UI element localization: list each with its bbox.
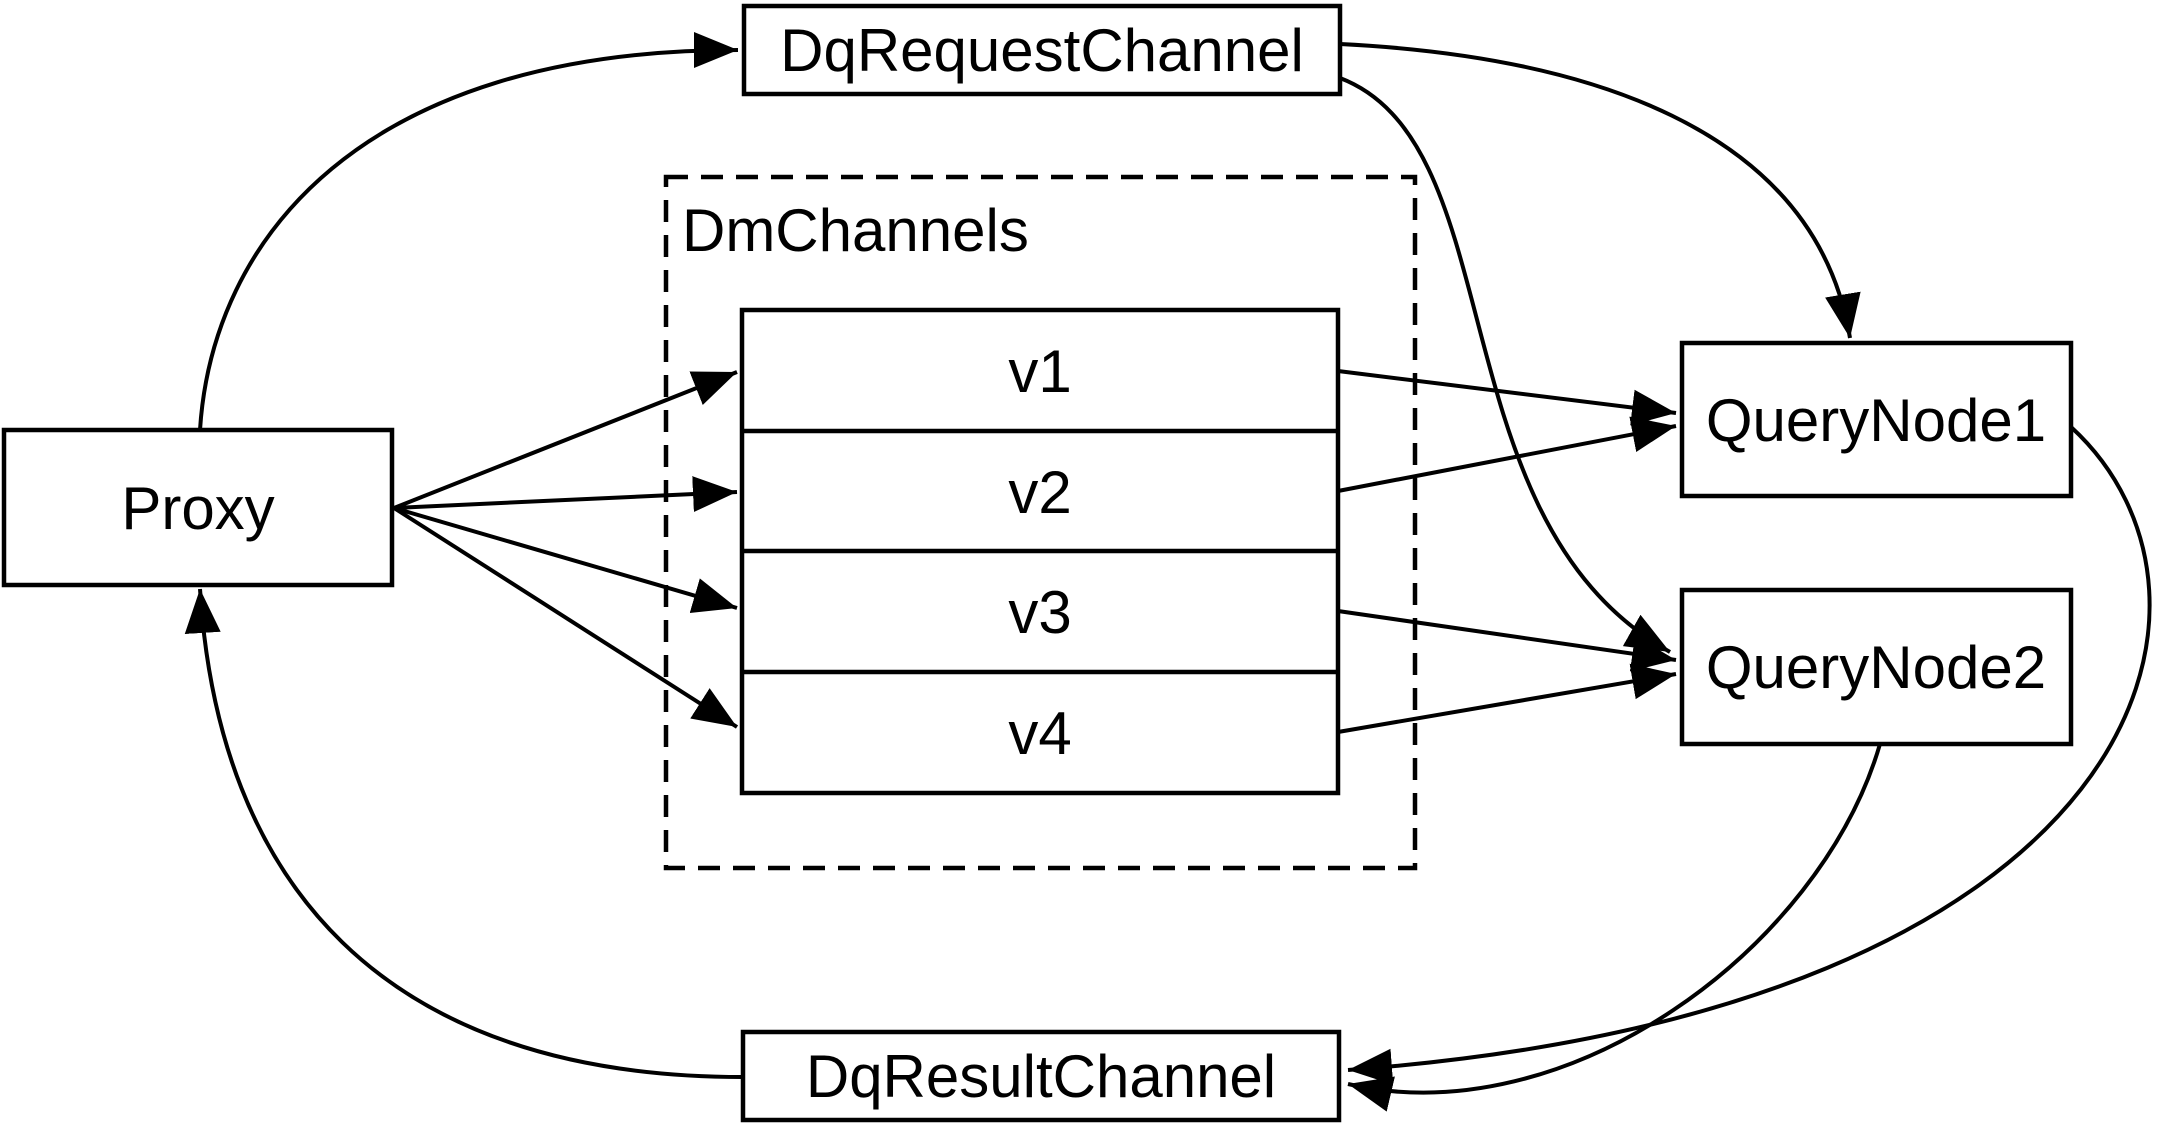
edge-v2-to-query-node-1 (1337, 416, 1677, 493)
dm-channels-label: DmChannels (682, 197, 1029, 264)
edge-v4-to-query-node-2 (1337, 663, 1677, 734)
channel-v2-label: v2 (1008, 459, 1071, 526)
edge-dq-result-channel-to-proxy (184, 588, 744, 1079)
proxy-node: Proxy (1, 427, 395, 588)
edge-proxy-to-v2 (393, 476, 738, 513)
dq-result-channel-box (740, 1029, 1342, 1123)
edge-v1-to-query-node-1 (1337, 369, 1677, 426)
query-node-1: QueryNode1 (1679, 340, 2074, 499)
edge-proxy-to-dq-request-channel (198, 32, 739, 431)
channel-v3-label: v3 (1008, 579, 1071, 646)
dq-request-channel-box (741, 3, 1343, 97)
edge-dq-request-channel-to-query-node-2 (1339, 76, 1671, 654)
query-node-2: QueryNode2 (1679, 587, 2074, 747)
query-node-1-label: QueryNode1 (1706, 387, 2046, 454)
query-node-2-box (1679, 587, 2074, 747)
proxy-label: Proxy (121, 475, 274, 542)
channel-v4-label: v4 (1008, 700, 1071, 767)
dq-request-channel-node: DqRequestChannel (741, 3, 1343, 97)
dq-request-channel-label: DqRequestChannel (780, 17, 1304, 84)
dm-channels-group: DmChannels v1 v2 v3 v4 (663, 174, 1418, 871)
edge-query-node-1-to-dq-result-channel (1347, 425, 2152, 1085)
edge-query-node-2-to-dq-result-channel (1347, 743, 1882, 1112)
edge-proxy-to-v3 (393, 506, 738, 613)
edge-dq-request-channel-to-query-node-1 (1339, 42, 1861, 339)
dm-channels-dashed-border (663, 174, 1418, 871)
edge-proxy-to-v1 (393, 370, 738, 510)
query-node-2-label: QueryNode2 (1706, 634, 2046, 701)
dq-result-channel-label: DqResultChannel (806, 1043, 1276, 1110)
edge-v3-to-query-node-2 (1337, 609, 1677, 672)
dm-channels-table: v1 v2 v3 v4 (739, 307, 1341, 796)
channel-v1-label: v1 (1008, 338, 1071, 405)
proxy-box (1, 427, 395, 588)
dq-result-channel-node: DqResultChannel (740, 1029, 1342, 1123)
query-node-1-box (1679, 340, 2074, 499)
edge-proxy-to-v4 (392, 506, 739, 729)
